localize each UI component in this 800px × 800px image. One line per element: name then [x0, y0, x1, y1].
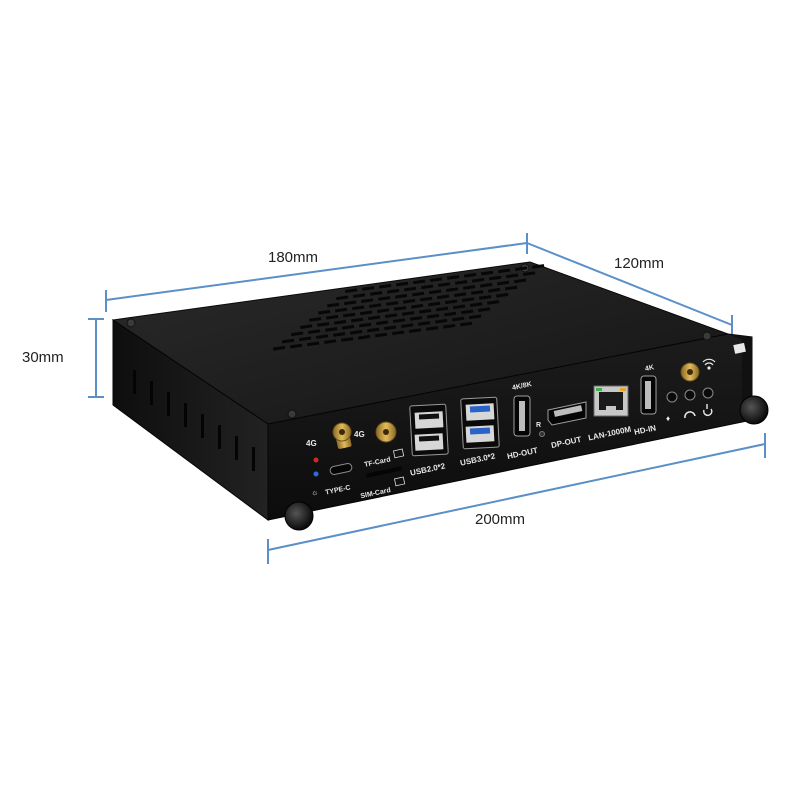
thumb-screw-left[interactable]: [284, 501, 314, 531]
tf-card-slot[interactable]: [365, 466, 403, 478]
reset-label: R: [536, 422, 541, 429]
dim-line-length: [105, 242, 528, 301]
dim-label-depth: 120mm: [614, 255, 664, 272]
reset-button[interactable]: [539, 431, 545, 437]
antenna-label-right: 4G: [354, 430, 365, 439]
thumb-screw-right[interactable]: [739, 395, 769, 425]
lan-port[interactable]: [593, 385, 629, 417]
tf-card-icon: [392, 448, 405, 459]
headphone-jack[interactable]: [684, 389, 696, 401]
dim-line-front-width: [267, 443, 766, 551]
mic-jack[interactable]: [666, 391, 678, 403]
antenna-connector-left: [332, 422, 352, 449]
type-c-port[interactable]: [329, 463, 353, 475]
antenna-connector-wifi: [680, 362, 700, 382]
antenna-label-left: 4G: [306, 439, 317, 448]
power-button[interactable]: [702, 387, 714, 399]
usb3-ports[interactable]: [460, 396, 500, 450]
vent-grille: [273, 264, 545, 351]
power-icon: [703, 404, 713, 417]
led-blue: [313, 471, 319, 477]
dim-line-depth: [526, 242, 733, 326]
dim-label-length: 180mm: [268, 249, 318, 266]
hd-in-top-label: 4K: [644, 364, 654, 373]
headphone-icon: [684, 411, 696, 419]
wifi-icon: [702, 358, 716, 370]
hd-out-top-label: 4K/8K: [512, 381, 533, 392]
led-red: [313, 457, 319, 463]
sim-card-icon: [393, 476, 406, 487]
light-icon: ☼: [311, 488, 318, 497]
dimension-lines: [88, 233, 766, 564]
antenna-connector-right: [375, 421, 397, 443]
side-vent-slots: [133, 370, 255, 471]
mic-icon: ♦: [666, 414, 670, 423]
chassis: [111, 261, 753, 521]
usb2-ports[interactable]: [409, 403, 449, 457]
dim-label-height: 30mm: [22, 349, 64, 366]
dim-label-front-width: 200mm: [475, 511, 525, 528]
